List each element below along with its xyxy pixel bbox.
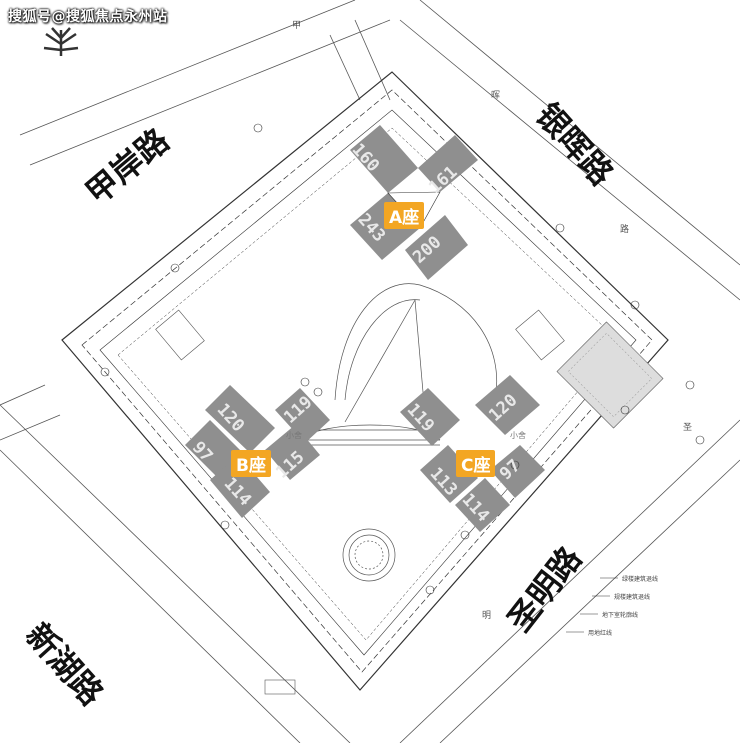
building-label-c: C座: [456, 450, 496, 477]
annotation-jia: 甲: [292, 21, 302, 31]
legend-item-1: 绿楼建筑退线: [622, 576, 659, 583]
building-b: [185, 385, 330, 518]
watermark-text: 搜狐号@搜狐焦点永州站: [8, 9, 168, 25]
building-c: [400, 375, 545, 532]
landscape-curves: [299, 283, 497, 582]
legend-item-2: 规楼建筑退线: [614, 594, 651, 601]
legend-lines: [566, 577, 618, 633]
annotation-ming: 明: [482, 611, 492, 621]
annotation-hui: 晖: [491, 91, 501, 101]
misc-boxes: [155, 309, 565, 695]
annotation-lu: 路: [620, 225, 630, 235]
leaf-logo-icon: [43, 27, 79, 56]
site-boundary: [61, 71, 669, 691]
parking-area: [556, 321, 664, 429]
legend-item-4: 用地红线: [588, 630, 613, 637]
annotation-sheng: 圣: [683, 423, 693, 433]
annotation-xiaoshe-c: 小舍: [510, 431, 526, 440]
building-label-b: B座: [231, 450, 271, 477]
markers: [100, 123, 705, 595]
legend-item-3: 地下室轮廓线: [602, 612, 639, 619]
annotation-xiaoshe-b: 小舍: [286, 431, 302, 440]
building-label-a: A座: [384, 202, 425, 229]
